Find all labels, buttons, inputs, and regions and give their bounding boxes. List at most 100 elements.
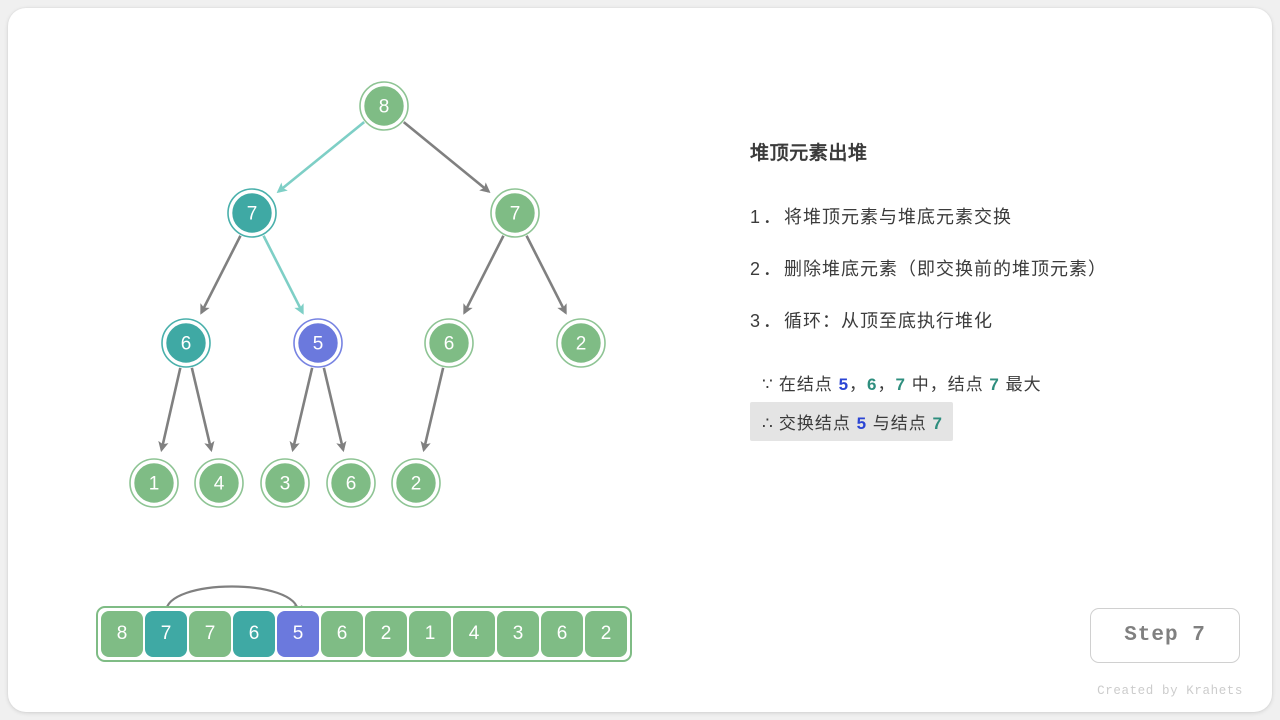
tree-node-label: 7 xyxy=(510,204,521,225)
reasoning-row-holder: ∵在结点 5，6，7 中，结点 7 最大 xyxy=(750,363,1230,402)
tree-node: 5 xyxy=(293,318,343,368)
value-teal: 7 xyxy=(932,414,943,433)
tree-node-label: 3 xyxy=(280,474,291,495)
array-cell-value: 6 xyxy=(336,623,348,644)
credit-text: Created by Krahets xyxy=(1097,684,1243,698)
tree-node-ring xyxy=(129,458,179,508)
reasoning-row: ∵在结点 5，6，7 中，结点 7 最大 xyxy=(750,363,1052,402)
value-blue: 5 xyxy=(838,375,850,394)
reasoning-text: 交换结点 xyxy=(778,414,857,433)
step-line: 1．将堆顶元素与堆底元素交换 xyxy=(750,203,1230,229)
tree-node: 7 xyxy=(227,188,277,238)
tree-node-label: 6 xyxy=(181,334,192,355)
tree-node-ring xyxy=(359,81,409,131)
array-cell-value: 6 xyxy=(556,623,568,644)
tree-node-body xyxy=(362,84,406,128)
tree-node-ring xyxy=(326,458,376,508)
array-cell: 1 xyxy=(409,611,451,657)
tree-node-ring xyxy=(194,458,244,508)
tree-node: 6 xyxy=(326,458,376,508)
value-blue: 5 xyxy=(856,414,868,433)
step-text: 将堆顶元素与堆底元素交换 xyxy=(784,207,1013,227)
tree-node-label: 7 xyxy=(247,204,258,225)
array-cell: 6 xyxy=(541,611,583,657)
tree-edge xyxy=(322,367,347,453)
step-text: 循环：从顶至底执行堆化 xyxy=(784,311,994,331)
tree-node-body xyxy=(230,191,274,235)
reasoning-list: ∵在结点 5，6，7 中，结点 7 最大∴交换结点 5 与结点 7 xyxy=(750,363,1230,441)
tree-edge xyxy=(276,121,366,194)
tree-node-ring xyxy=(391,458,441,508)
tree-edge xyxy=(402,121,491,193)
tree-edge xyxy=(463,235,505,315)
array-cell: 4 xyxy=(453,611,495,657)
tree-node-label: 5 xyxy=(313,334,324,355)
array-cell: 5 xyxy=(277,611,319,657)
step-number: 1． xyxy=(750,207,785,227)
tree-node-ring xyxy=(260,458,310,508)
tree-node: 4 xyxy=(194,458,244,508)
step-number: 2． xyxy=(750,259,785,279)
tree-node-body xyxy=(164,321,208,365)
array-cell: 3 xyxy=(497,611,539,657)
array-cell-value: 8 xyxy=(116,623,128,644)
step-badge: Step 7 xyxy=(1090,608,1240,663)
tree-edge xyxy=(420,367,445,453)
tree-node: 6 xyxy=(424,318,474,368)
array-cell-value: 5 xyxy=(292,623,304,644)
array-cell-value: 1 xyxy=(424,623,436,644)
tree-edge xyxy=(262,235,304,315)
tree-node-body xyxy=(197,461,241,505)
tree-node: 2 xyxy=(556,318,606,368)
reasoning-text: ， xyxy=(877,375,896,394)
array-cell-value: 3 xyxy=(512,623,524,644)
tree-node-body xyxy=(394,461,438,505)
tree-node: 8 xyxy=(359,81,409,131)
step-text: 删除堆底元素（即交换前的堆顶元素） xyxy=(784,259,1108,279)
tree-node-ring xyxy=(293,318,343,368)
tree-node-ring xyxy=(556,318,606,368)
tree-node-body xyxy=(427,321,471,365)
tree-node-body xyxy=(493,191,537,235)
tree-node: 7 xyxy=(490,188,540,238)
tree-node-label: 2 xyxy=(576,334,587,355)
logic-symbol: ∵ xyxy=(762,375,773,394)
logic-symbol: ∴ xyxy=(762,414,773,433)
tree-node-label: 6 xyxy=(346,474,357,495)
tree-node-label: 8 xyxy=(379,97,390,118)
array-cell-value: 2 xyxy=(380,623,392,644)
array-cell: 2 xyxy=(365,611,407,657)
tree-edge xyxy=(190,367,215,453)
array-cell-value: 2 xyxy=(600,623,612,644)
tree-node-body xyxy=(263,461,307,505)
array-cell: 6 xyxy=(233,611,275,657)
tree-node-body xyxy=(132,461,176,505)
reasoning-row-holder: ∴交换结点 5 与结点 7 xyxy=(750,402,1230,441)
reasoning-text: 中，结点 xyxy=(905,375,990,394)
reasoning-row-highlighted: ∴交换结点 5 与结点 7 xyxy=(750,402,953,441)
tree-node-ring xyxy=(490,188,540,238)
value-teal: 6 xyxy=(867,375,878,394)
array-cell: 7 xyxy=(145,611,187,657)
tree-node-label: 6 xyxy=(444,334,455,355)
value-teal: 7 xyxy=(989,375,1000,394)
tree-node-body xyxy=(559,321,603,365)
value-teal: 7 xyxy=(895,375,906,394)
tree-edge xyxy=(200,235,242,315)
reasoning-text: 在结点 xyxy=(778,375,839,394)
array-cell-value: 7 xyxy=(160,623,172,644)
array-cell: 8 xyxy=(101,611,143,657)
tree-node-body xyxy=(329,461,373,505)
tree-node-label: 4 xyxy=(214,474,225,495)
array-cell: 6 xyxy=(321,611,363,657)
tree-node-label: 1 xyxy=(149,474,160,495)
reasoning-text: 最大 xyxy=(999,375,1042,394)
tree-node: 3 xyxy=(260,458,310,508)
array-cell: 2 xyxy=(585,611,627,657)
tree-edge xyxy=(158,367,182,453)
tree-node-ring xyxy=(161,318,211,368)
